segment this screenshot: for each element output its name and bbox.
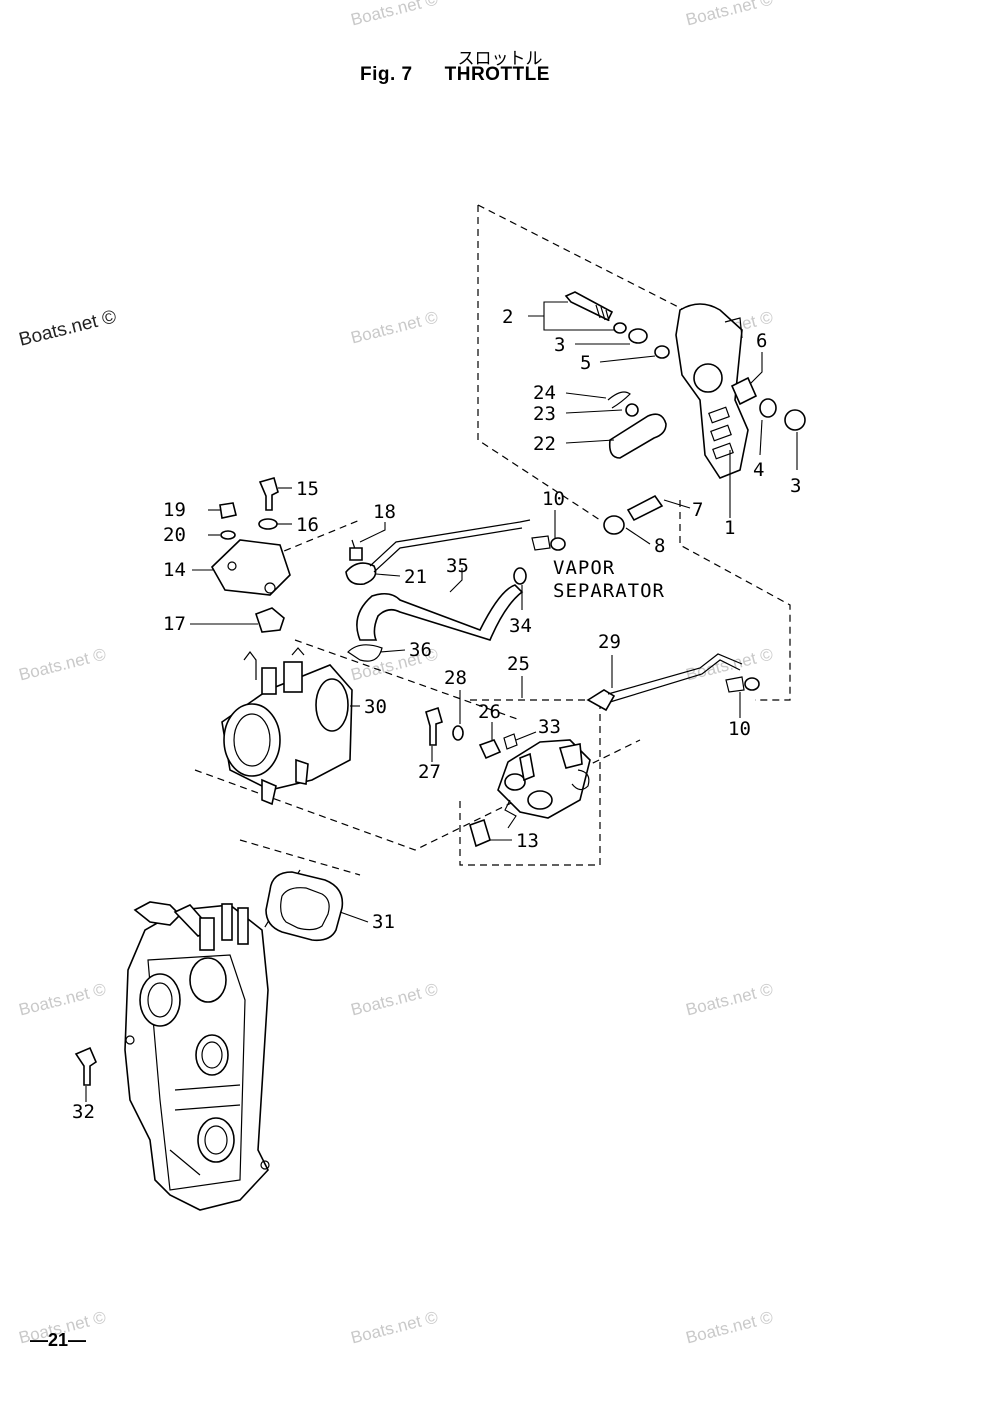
bolt-32 bbox=[74, 1046, 97, 1086]
callout-22: 22 bbox=[533, 433, 556, 455]
collar-26 bbox=[478, 739, 502, 760]
clip-24 bbox=[607, 391, 631, 409]
dashed-boundary-upper bbox=[477, 204, 701, 521]
cover-14 bbox=[210, 539, 291, 596]
clip-10 bbox=[531, 535, 551, 551]
note-separator: SEPARATOR bbox=[553, 580, 665, 602]
callout-1: 1 bbox=[724, 517, 735, 539]
screw-27 bbox=[425, 706, 443, 746]
callout-3: 3 bbox=[554, 334, 565, 356]
callout-17: 17 bbox=[163, 613, 186, 635]
nut-3 bbox=[784, 409, 806, 431]
link-22 bbox=[608, 413, 667, 459]
title-japanese: スロットル bbox=[457, 49, 543, 69]
clip-10b bbox=[725, 676, 745, 693]
bushing-17 bbox=[254, 607, 285, 633]
bolt-15 bbox=[258, 477, 279, 511]
callout-19: 19 bbox=[163, 499, 186, 521]
callout-21: 21 bbox=[404, 566, 427, 588]
bolt-7 bbox=[626, 494, 664, 522]
washer-16 bbox=[258, 518, 278, 530]
callout-10b: 10 bbox=[728, 718, 751, 740]
callout-labels: 2 3 5 6 24 23 22 4 3 15 19 20 16 18 10 7… bbox=[72, 306, 801, 1123]
callout-13: 13 bbox=[516, 830, 539, 852]
figure-number: Fig. 7 bbox=[360, 64, 413, 85]
callout-5: 5 bbox=[580, 352, 591, 374]
callout-36: 36 bbox=[409, 639, 432, 661]
intake-manifold bbox=[124, 901, 270, 1211]
callout-29: 29 bbox=[598, 631, 621, 653]
callout-23: 23 bbox=[533, 403, 556, 425]
callout-33: 33 bbox=[538, 716, 561, 738]
washer-20 bbox=[220, 530, 236, 540]
leader-lines bbox=[85, 301, 798, 1102]
part-33 bbox=[503, 733, 518, 750]
callout-7: 7 bbox=[692, 499, 703, 521]
callout-18: 18 bbox=[373, 501, 396, 523]
washer-3 bbox=[613, 322, 627, 334]
clip-13 bbox=[469, 818, 491, 848]
throttle-body-30 bbox=[221, 647, 353, 806]
callout-35: 35 bbox=[446, 555, 469, 577]
bolt-2 bbox=[564, 291, 614, 322]
joint-29 bbox=[586, 689, 616, 712]
hose-end-34 bbox=[513, 567, 527, 585]
callout-20: 20 bbox=[163, 524, 186, 546]
callout-27: 27 bbox=[418, 761, 441, 783]
callout-3b: 3 bbox=[790, 475, 801, 497]
callout-10: 10 bbox=[542, 488, 565, 510]
washer-28 bbox=[452, 725, 464, 741]
callout-28: 28 bbox=[444, 667, 467, 689]
figure-name: THROTTLE bbox=[444, 64, 550, 85]
dashed-boundary-right bbox=[679, 500, 791, 701]
rod-throttle bbox=[369, 519, 531, 573]
callout-8: 8 bbox=[654, 535, 665, 557]
clamp-36 bbox=[347, 644, 383, 662]
figure-title: Fig. 7 THROTTLE bbox=[360, 64, 550, 86]
callout-30: 30 bbox=[364, 696, 387, 718]
collar-6 bbox=[730, 376, 758, 406]
washer-5 bbox=[628, 328, 648, 344]
callout-24: 24 bbox=[533, 382, 556, 404]
washer-5b bbox=[654, 345, 670, 359]
collar-8 bbox=[603, 515, 625, 535]
callout-6: 6 bbox=[756, 330, 767, 352]
note-vapor: VAPOR bbox=[553, 557, 615, 579]
gasket-31 bbox=[265, 871, 344, 942]
link-assembly-25 bbox=[497, 739, 591, 819]
hose-35 bbox=[356, 584, 524, 641]
nut-19 bbox=[219, 502, 237, 519]
callout-4: 4 bbox=[753, 459, 764, 481]
callout-2: 2 bbox=[502, 306, 513, 328]
callout-25: 25 bbox=[507, 653, 530, 675]
joint-21 bbox=[345, 562, 377, 586]
washer-4 bbox=[759, 398, 777, 418]
dashed-box-25 bbox=[459, 699, 601, 866]
washer-23 bbox=[625, 403, 639, 417]
callout-14: 14 bbox=[163, 559, 186, 581]
throttle-lever bbox=[675, 303, 749, 479]
callout-32: 32 bbox=[72, 1101, 95, 1123]
page-number: —21— bbox=[30, 1330, 87, 1350]
callout-15: 15 bbox=[296, 478, 319, 500]
callout-34: 34 bbox=[509, 615, 532, 637]
callout-16: 16 bbox=[296, 514, 319, 536]
callout-26: 26 bbox=[478, 701, 501, 723]
callout-31: 31 bbox=[372, 911, 395, 933]
rod-29 bbox=[607, 653, 743, 703]
